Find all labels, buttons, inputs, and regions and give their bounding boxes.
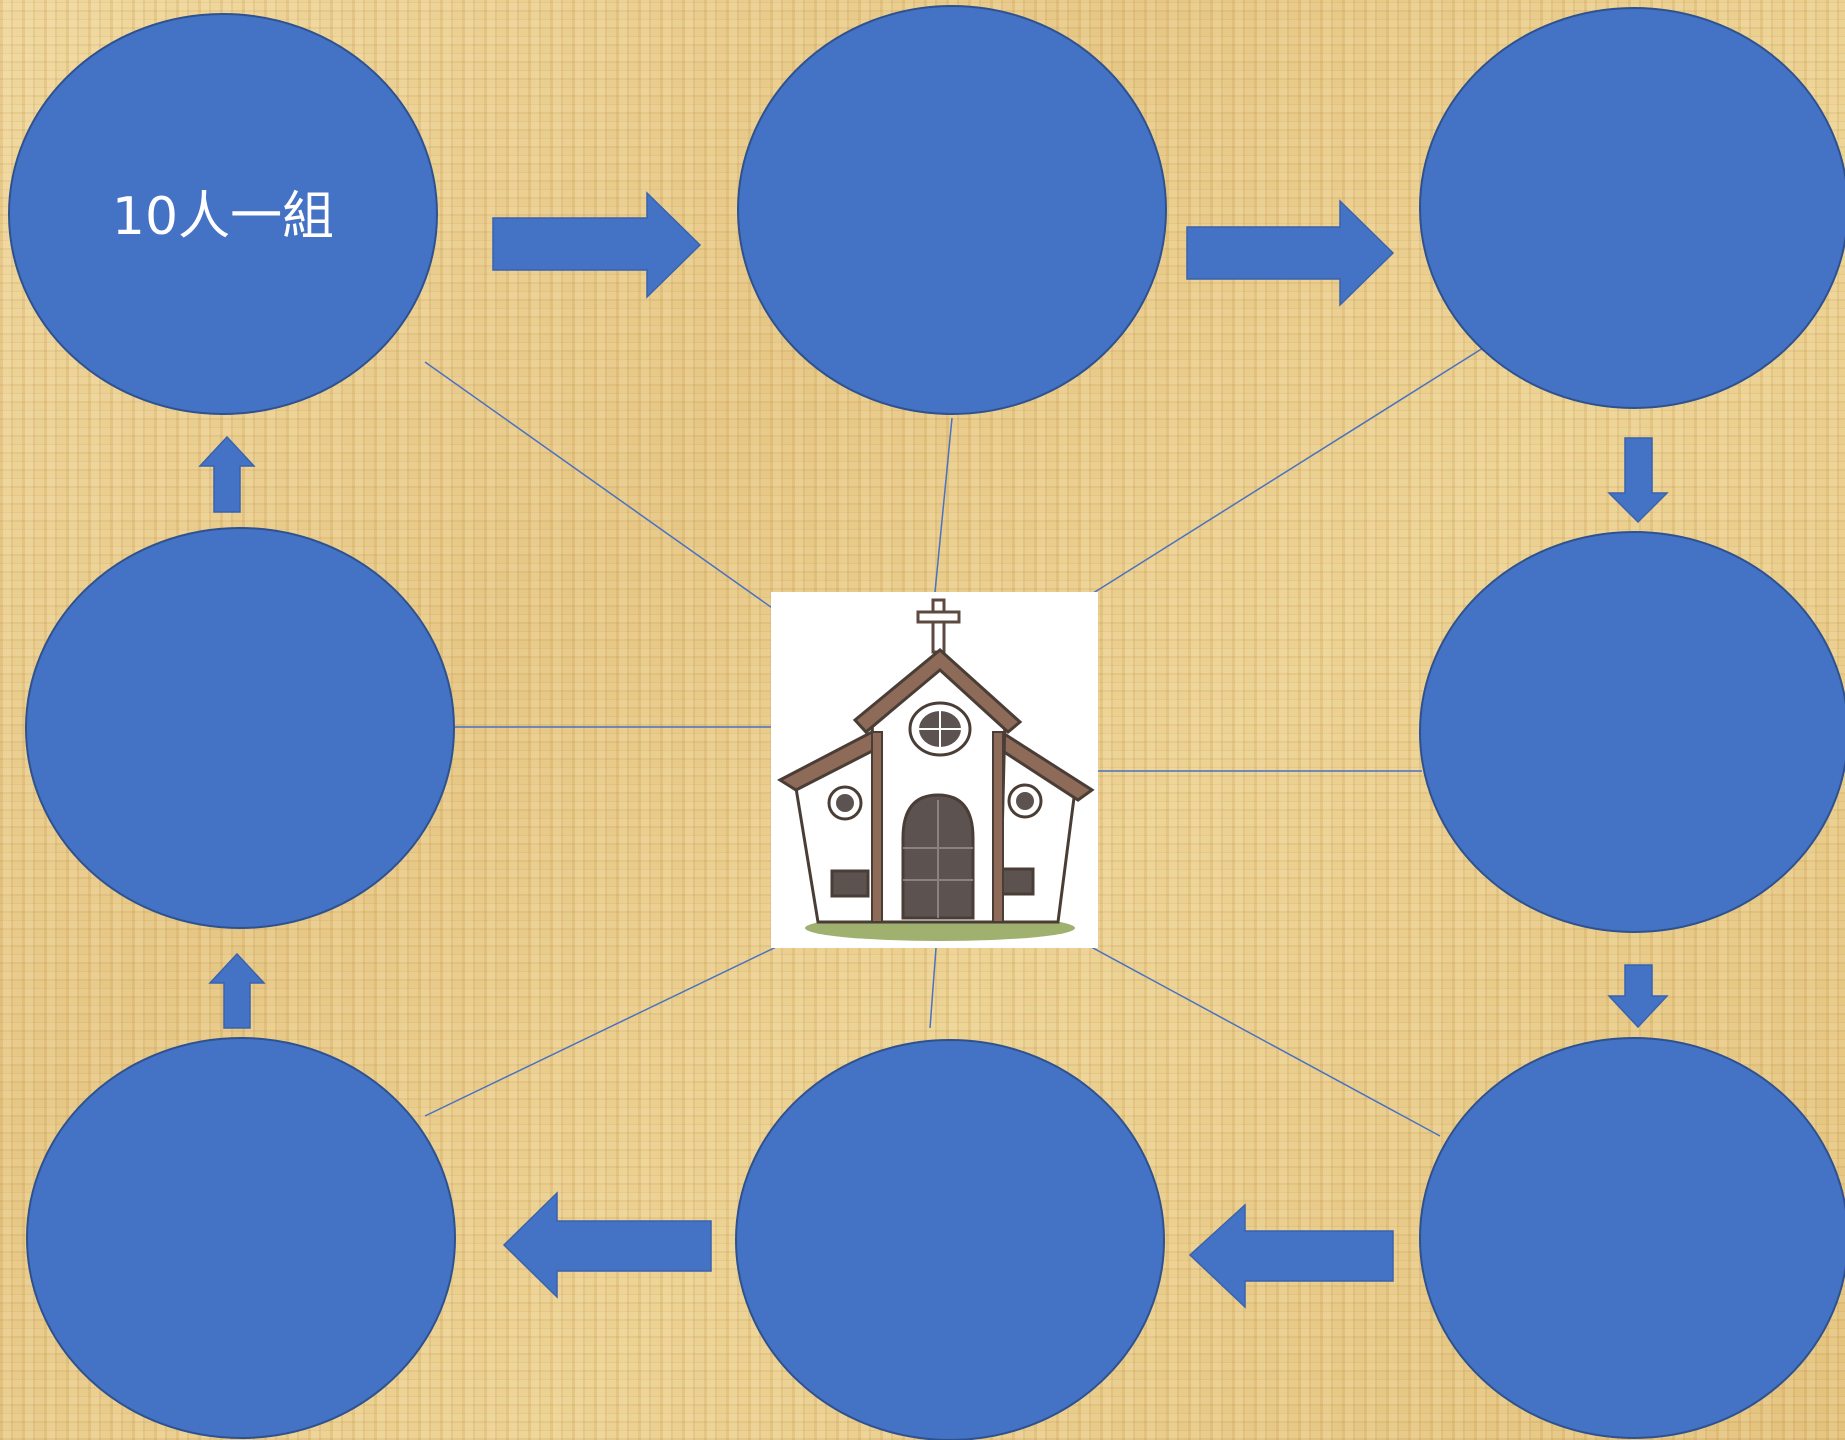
connector-line-6 [424,922,827,1117]
node-3 [1419,7,1845,409]
node-4 [25,527,455,929]
arrow-right-2 [1186,199,1395,307]
arrow-up-2 [208,952,266,1029]
diagram-nodes [8,5,1845,1440]
node-5 [1419,531,1845,933]
arrow-down-1 [1607,437,1669,524]
arrow-right-1 [492,191,702,299]
flow-arrows [198,191,1669,1309]
connector-line-8 [1057,928,1441,1137]
connector-line-2 [934,417,953,593]
node-1 [8,13,438,415]
arrow-up-1 [198,435,256,513]
connector-line-7 [929,947,937,1029]
arrow-down-2 [1607,964,1669,1029]
node-labels: 10人一組 [112,187,334,247]
node-7 [735,1039,1165,1440]
node-6 [26,1037,456,1439]
node-2 [737,5,1167,415]
arrow-left-1 [1188,1203,1394,1309]
node-1-label: 10人一組 [112,187,334,247]
node-8 [1419,1037,1845,1439]
arrow-left-2 [502,1191,712,1299]
church-icon [771,592,1098,948]
